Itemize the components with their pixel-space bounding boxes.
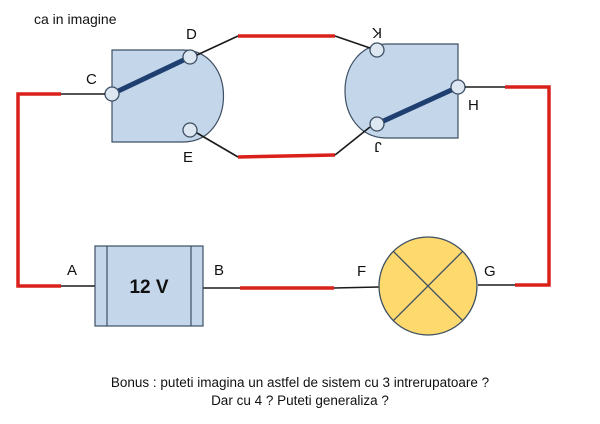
- right-switch-body: [344, 43, 459, 139]
- battery: 12 V: [94, 245, 204, 327]
- wire-c-a: [16, 92, 105, 288]
- terminal-e: [182, 122, 198, 138]
- left-switch-lever: [109, 54, 193, 97]
- label-j: J: [374, 138, 382, 155]
- label-c: C: [86, 71, 97, 88]
- terminal-k: [369, 42, 385, 58]
- label-k: K: [372, 24, 382, 41]
- left-switch-body: [111, 49, 224, 143]
- label-b: B: [214, 262, 224, 279]
- label-a: A: [67, 262, 77, 279]
- terminal-c: [104, 86, 120, 102]
- label-d: D: [186, 26, 197, 43]
- label-f: F: [357, 263, 366, 280]
- bonus-question-line-2: Dar cu 4 ? Puteti generaliza ?: [211, 393, 389, 408]
- terminal-d: [182, 49, 198, 65]
- left-switch: [104, 49, 224, 143]
- terminal-h: [450, 79, 466, 95]
- right-switch-lever: [374, 84, 461, 127]
- bonus-question-line-1: Bonus : puteti imagina un astfel de sist…: [110, 375, 490, 390]
- label-h: H: [468, 97, 479, 114]
- lamp: [378, 236, 478, 336]
- caption-text: ca in imagine: [34, 11, 117, 27]
- right-switch: [344, 42, 466, 139]
- wire-e-j: [196, 126, 371, 159]
- label-e: E: [183, 149, 193, 166]
- battery-label: 12 V: [129, 277, 168, 298]
- label-g: G: [484, 263, 496, 280]
- wire-b-f: [203, 286, 380, 290]
- wire-d-k: [196, 34, 371, 56]
- terminal-j: [369, 116, 385, 132]
- wire-h-g: [465, 85, 551, 287]
